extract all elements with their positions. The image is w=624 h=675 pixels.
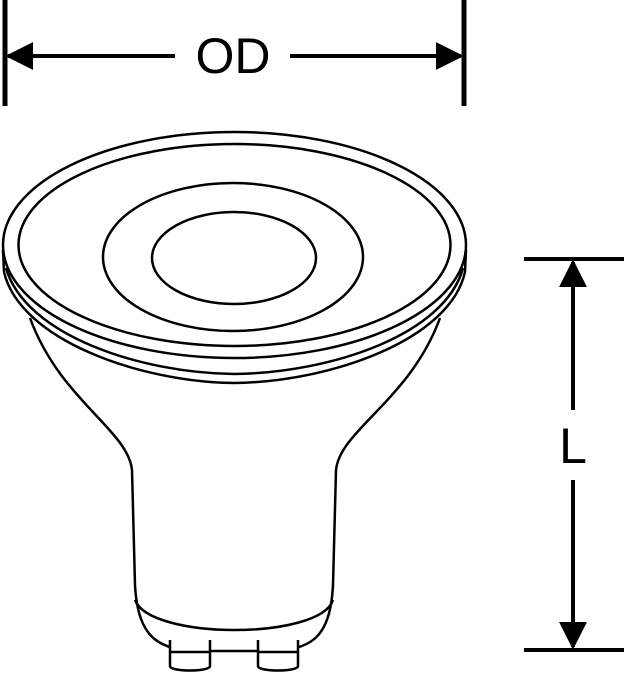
od-dimension: OD xyxy=(2,0,467,106)
od-label: OD xyxy=(196,28,271,84)
length-dimension: L xyxy=(524,257,624,652)
rim-outer xyxy=(1,130,468,360)
bulb-drawing xyxy=(1,130,468,672)
length-label: L xyxy=(559,418,587,474)
reflector-ring xyxy=(101,181,365,333)
rim-band xyxy=(4,267,465,376)
bulb-base-bottom xyxy=(133,599,335,632)
rim-inner xyxy=(17,142,452,348)
pin-right xyxy=(256,640,300,672)
pin-left xyxy=(168,640,212,672)
bulb-body xyxy=(28,317,442,653)
lens-center xyxy=(150,210,318,306)
